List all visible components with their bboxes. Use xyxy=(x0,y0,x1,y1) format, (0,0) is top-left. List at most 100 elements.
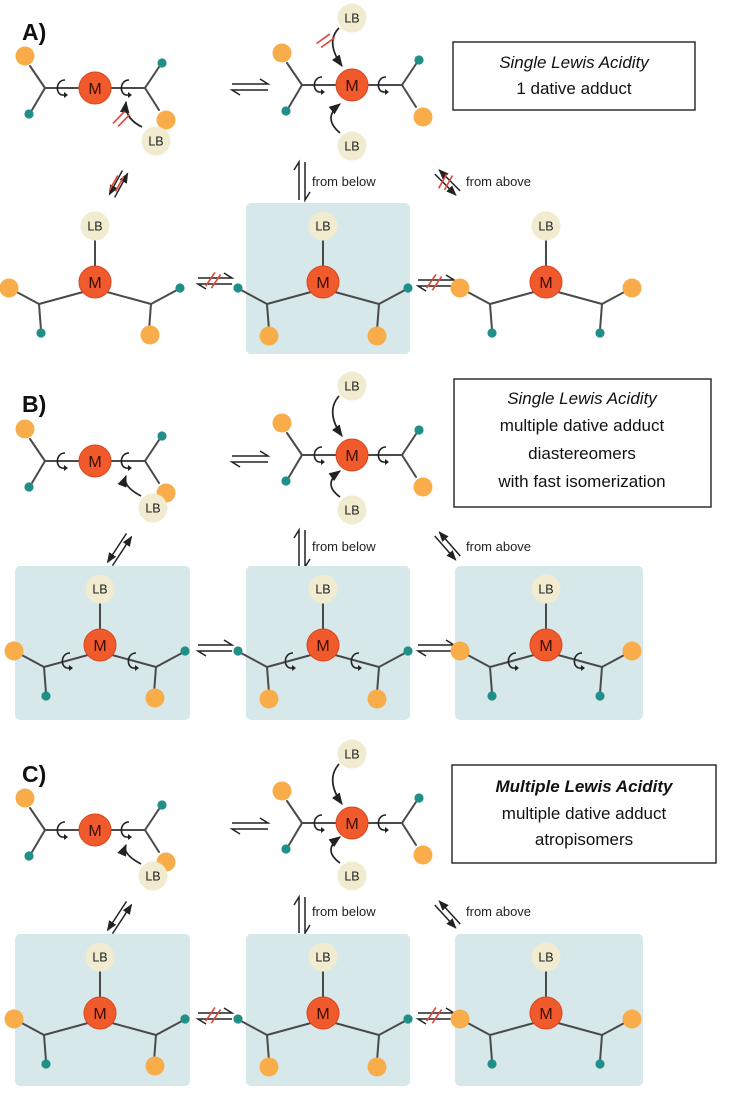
lewis-base-label: LB xyxy=(315,583,330,597)
teal-group xyxy=(36,328,46,338)
bond-line xyxy=(240,652,268,668)
planar-complex: M xyxy=(15,46,176,130)
panel-a-box-title: Single Lewis Acidity xyxy=(499,53,650,72)
reverse-arrow xyxy=(106,900,128,932)
bond-line xyxy=(378,1020,406,1036)
rotation-arrowhead xyxy=(128,834,132,840)
bond-line xyxy=(489,303,493,331)
teal-group xyxy=(24,482,34,492)
metal-center xyxy=(306,265,340,299)
lewis-base xyxy=(337,3,367,33)
approach-arrow xyxy=(119,100,143,128)
dative-adduct: LBM xyxy=(233,574,413,709)
bond-line xyxy=(334,291,380,305)
forward-arrow xyxy=(418,274,457,281)
teal-group xyxy=(233,1014,243,1024)
rotation-arrow xyxy=(313,446,323,463)
planar-complex: M xyxy=(272,43,433,127)
rotation-arrowhead xyxy=(581,665,585,671)
blocked-stroke xyxy=(114,176,125,192)
lewis-base xyxy=(80,211,110,241)
blocked-stroke xyxy=(320,37,335,49)
blocked-stroke xyxy=(437,173,448,189)
bond-line xyxy=(266,291,312,305)
orange-group xyxy=(272,781,292,801)
bond-line xyxy=(401,84,417,108)
rotation-arrowhead xyxy=(321,89,325,95)
from-below-label: from below xyxy=(312,174,376,189)
rotation-arrowhead xyxy=(358,665,362,671)
equilibrium-arrows xyxy=(229,450,271,468)
orange-group xyxy=(622,1009,642,1029)
teal-group xyxy=(281,106,291,116)
bond-line xyxy=(378,289,406,305)
bond-line xyxy=(401,63,417,86)
equilibrium-arrows xyxy=(195,272,235,290)
rotation-arrowhead xyxy=(135,665,139,671)
equilibrium-arrows xyxy=(229,817,271,835)
lewis-base xyxy=(85,574,115,604)
bond-line xyxy=(599,666,603,694)
reverse-arrow xyxy=(438,531,461,557)
lewis-base-label: LB xyxy=(538,951,553,965)
bond-line xyxy=(155,1020,183,1036)
forward-arrow xyxy=(434,904,457,929)
bond-line xyxy=(334,1022,380,1036)
bond-line xyxy=(43,1034,47,1062)
teal-group xyxy=(233,646,243,656)
panel-b-box-line: diastereomers xyxy=(528,444,636,463)
lewis-base-label: LB xyxy=(344,870,359,884)
rotation-arrow xyxy=(120,452,130,469)
teal-group xyxy=(24,851,34,861)
orange-group xyxy=(15,46,35,66)
teal-group xyxy=(175,283,185,293)
bond-line xyxy=(144,460,160,484)
metal-center xyxy=(78,71,112,105)
rotation-arrow xyxy=(56,452,66,469)
forward-arrow xyxy=(198,639,235,646)
bond-line xyxy=(286,432,303,456)
lewis-base xyxy=(337,371,367,401)
orange-group xyxy=(259,689,279,709)
lewis-base xyxy=(308,942,338,972)
dative-adduct: LBM xyxy=(450,942,642,1069)
orange-group xyxy=(413,107,433,127)
blocked-mark xyxy=(108,175,125,192)
bond-line xyxy=(266,666,270,694)
blocked-stroke xyxy=(443,175,454,191)
reverse-arrow xyxy=(229,461,268,468)
teal-group xyxy=(595,691,605,701)
orange-group xyxy=(413,845,433,865)
bond-line xyxy=(31,460,46,484)
lewis-base-label: LB xyxy=(87,220,102,234)
metal-center xyxy=(529,996,563,1030)
teal-group xyxy=(24,109,34,119)
bond-line xyxy=(489,1034,493,1062)
rotation-arrow xyxy=(573,652,583,669)
equilibrium-arrows xyxy=(293,527,311,570)
teal-group xyxy=(403,646,413,656)
bond-line xyxy=(557,1022,603,1036)
metal-label: M xyxy=(88,81,101,98)
teal-group xyxy=(403,283,413,293)
orange-group xyxy=(4,641,24,661)
panel-b-label: B) xyxy=(22,391,46,417)
rotation-arrow xyxy=(507,652,517,669)
approach-arrow xyxy=(328,470,341,498)
metal-label: M xyxy=(88,454,101,471)
forward-arrow xyxy=(232,817,271,824)
bond-line xyxy=(43,654,89,668)
equilibrium-arrows xyxy=(415,274,457,292)
orange-group xyxy=(15,419,35,439)
bond-line xyxy=(266,1022,312,1036)
planar-complex: M xyxy=(15,788,176,872)
equilibrium-arrows xyxy=(195,1007,235,1025)
panel-b-box-line: multiple dative adduct xyxy=(500,416,665,435)
lewis-base-label: LB xyxy=(344,504,359,518)
teal-group xyxy=(180,646,190,656)
rotation-arrowhead xyxy=(64,834,68,840)
equilibrium-arrows xyxy=(293,159,311,203)
up-arrow xyxy=(293,894,300,933)
reverse-arrow xyxy=(106,532,128,564)
down-arrow xyxy=(304,530,311,570)
